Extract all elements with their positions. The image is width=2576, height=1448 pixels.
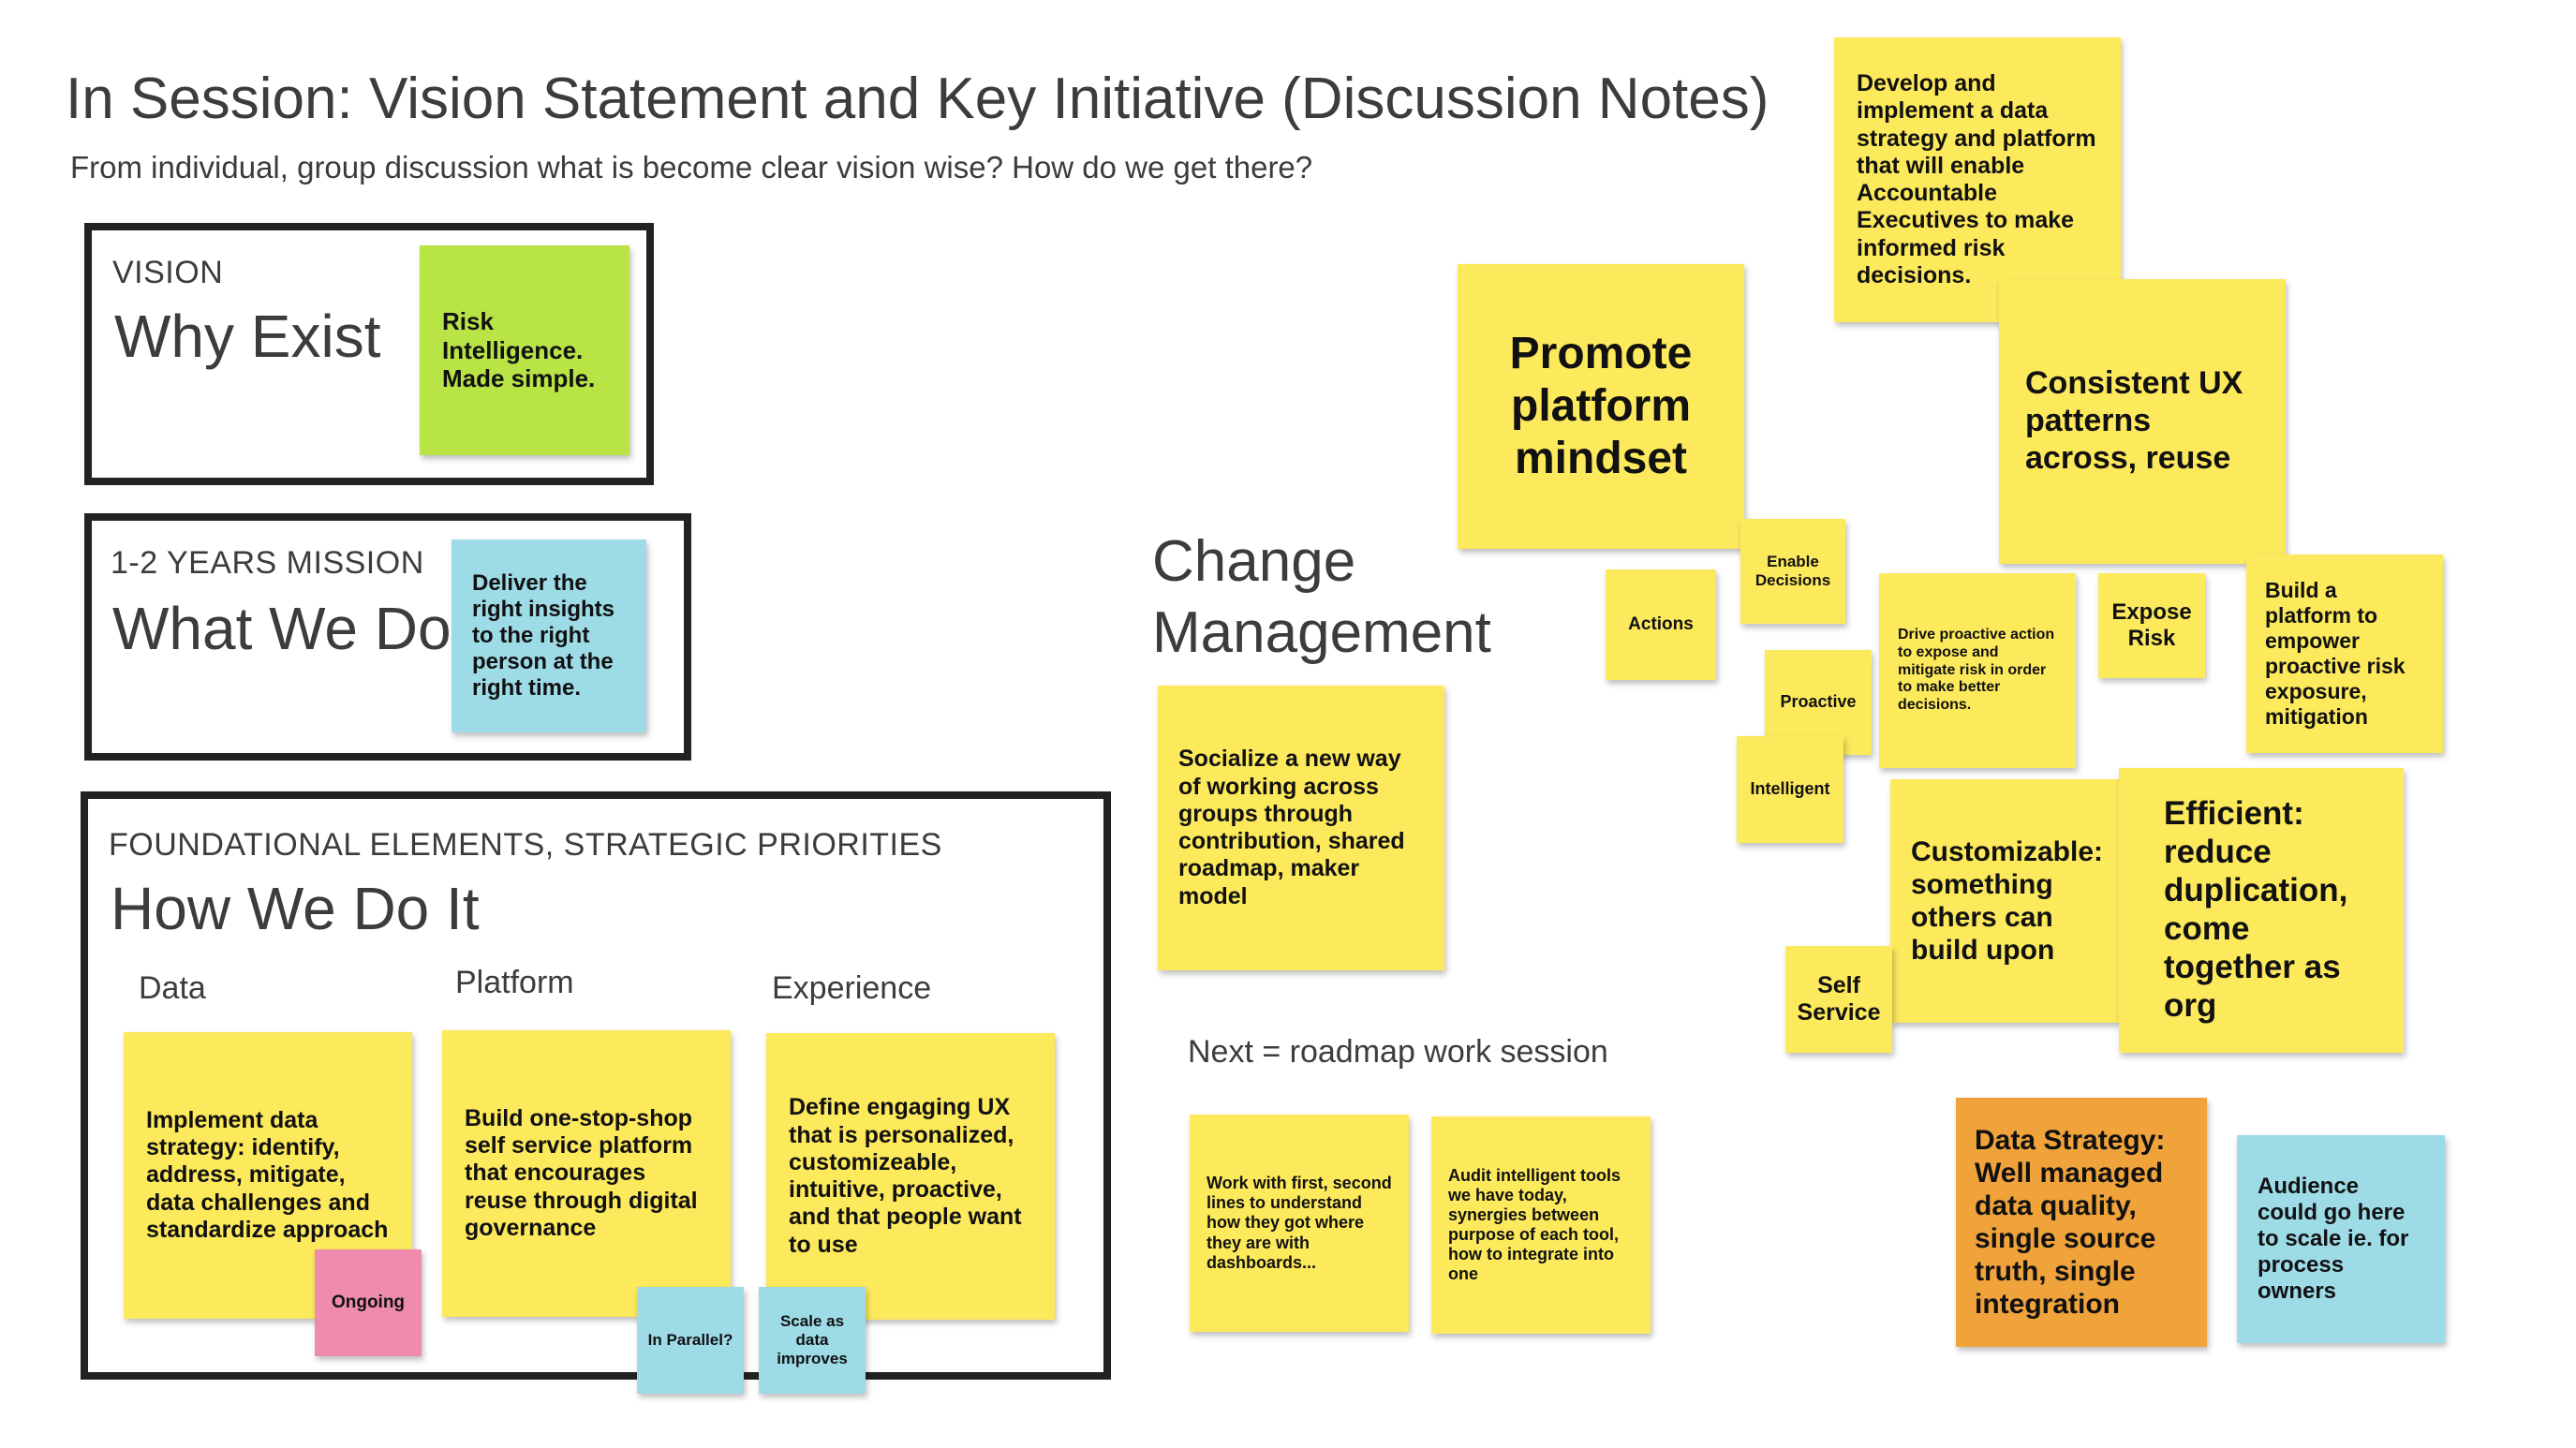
drive-proactive-text: Drive proactive action to expose and mit… bbox=[1898, 627, 2055, 714]
scale-tag-note[interactable]: Scale as data improves bbox=[759, 1287, 866, 1394]
customizable-note[interactable]: Customizable: something others can build… bbox=[1890, 779, 2121, 1023]
mission-note-text: Deliver the right insights to the right … bbox=[472, 569, 614, 702]
platform-sticky-note[interactable]: Build one-stop-shop self service platfor… bbox=[442, 1030, 731, 1317]
expose-risk-text: Expose Risk bbox=[2111, 598, 2192, 651]
proactive-text: Proactive bbox=[1780, 692, 1857, 712]
foundational-heading: How We Do It bbox=[111, 875, 480, 942]
experience-sticky-note[interactable]: Define engaging UX that is personalized,… bbox=[766, 1033, 1055, 1320]
intelligent-text: Intelligent bbox=[1750, 779, 1830, 799]
consistent-ux-text: Consistent UX patterns across, reuse bbox=[2025, 365, 2243, 476]
vision-note-text: Risk Intelligence. Made simple. bbox=[442, 307, 596, 393]
audience-note[interactable]: Audience could go here to scale ie. for … bbox=[2237, 1135, 2445, 1343]
next-work-with-note[interactable]: Work with first, second lines to underst… bbox=[1190, 1115, 1409, 1332]
promote-platform-note[interactable]: Promote platform mindset bbox=[1458, 264, 1744, 549]
mission-heading: What We Do bbox=[112, 595, 452, 662]
next-audit-text: Audit intelligent tools we have today, s… bbox=[1448, 1165, 1621, 1284]
ongoing-tag-note[interactable]: Ongoing bbox=[315, 1249, 422, 1356]
change-management-note-text: Socialize a new way of working across gr… bbox=[1178, 746, 1405, 909]
vision-sticky-note[interactable]: Risk Intelligence. Made simple. bbox=[420, 245, 629, 455]
experience-note-text: Define engaging UX that is personalized,… bbox=[789, 1094, 1022, 1258]
platform-note-text: Build one-stop-shop self service platfor… bbox=[465, 1104, 698, 1241]
next-session-label: Next = roadmap work session bbox=[1188, 1034, 1608, 1070]
column-header-experience: Experience bbox=[772, 970, 932, 1006]
develop-data-strategy-text: Develop and implement a data strategy an… bbox=[1857, 70, 2096, 288]
ongoing-tag-text: Ongoing bbox=[331, 1292, 406, 1312]
actions-note[interactable]: Actions bbox=[1606, 569, 1716, 680]
self-service-note[interactable]: Self Service bbox=[1785, 946, 1892, 1053]
mission-label: 1-2 YEARS MISSION bbox=[111, 545, 424, 581]
self-service-text: Self Service bbox=[1797, 971, 1881, 1026]
next-audit-note[interactable]: Audit intelligent tools we have today, s… bbox=[1431, 1116, 1651, 1334]
data-strategy-quality-text: Data Strategy: Well managed data quality… bbox=[1975, 1124, 2166, 1321]
consistent-ux-note[interactable]: Consistent UX patterns across, reuse bbox=[1999, 279, 2286, 564]
drive-proactive-note[interactable]: Drive proactive action to expose and mit… bbox=[1879, 573, 2076, 768]
build-platform-text: Build a platform to empower proactive ri… bbox=[2265, 578, 2406, 729]
expose-risk-note[interactable]: Expose Risk bbox=[2098, 573, 2205, 678]
scale-tag-text: Scale as data improves bbox=[777, 1312, 848, 1367]
data-sticky-note[interactable]: Implement data strategy: identify, addre… bbox=[124, 1032, 412, 1319]
board-subtitle: From individual, group discussion what i… bbox=[70, 150, 1313, 185]
board-title: In Session: Vision Statement and Key Ini… bbox=[66, 66, 1769, 131]
intelligent-note[interactable]: Intelligent bbox=[1737, 736, 1843, 843]
actions-text: Actions bbox=[1628, 613, 1694, 634]
vision-label: VISION bbox=[112, 255, 224, 290]
customizable-text: Customizable: something others can build… bbox=[1911, 835, 2104, 967]
develop-data-strategy-note[interactable]: Develop and implement a data strategy an… bbox=[1834, 37, 2121, 322]
column-header-platform: Platform bbox=[455, 965, 574, 1000]
build-platform-note[interactable]: Build a platform to empower proactive ri… bbox=[2246, 554, 2443, 753]
data-note-text: Implement data strategy: identify, addre… bbox=[146, 1106, 389, 1243]
efficient-note[interactable]: Efficient: reduce duplication, come toge… bbox=[2119, 768, 2404, 1053]
change-management-heading: Change Management bbox=[1152, 529, 1491, 665]
in-parallel-tag-note[interactable]: In Parallel? bbox=[637, 1287, 744, 1394]
promote-platform-text: Promote platform mindset bbox=[1509, 328, 1693, 484]
change-management-sticky-note[interactable]: Socialize a new way of working across gr… bbox=[1158, 686, 1444, 970]
vision-heading: Why Exist bbox=[114, 303, 381, 370]
foundational-label: FOUNDATIONAL ELEMENTS, STRATEGIC PRIORIT… bbox=[109, 827, 942, 863]
audience-text: Audience could go here to scale ie. for … bbox=[2258, 1173, 2409, 1305]
data-strategy-quality-note[interactable]: Data Strategy: Well managed data quality… bbox=[1956, 1098, 2207, 1347]
next-work-with-text: Work with first, second lines to underst… bbox=[1207, 1174, 1392, 1272]
column-header-data: Data bbox=[139, 970, 206, 1006]
in-parallel-tag-text: In Parallel? bbox=[647, 1331, 733, 1350]
enable-decisions-note[interactable]: Enable Decisions bbox=[1740, 519, 1845, 624]
enable-decisions-text: Enable Decisions bbox=[1754, 553, 1831, 589]
mission-sticky-note[interactable]: Deliver the right insights to the right … bbox=[452, 539, 646, 732]
efficient-text: Efficient: reduce duplication, come toge… bbox=[2164, 795, 2348, 1024]
